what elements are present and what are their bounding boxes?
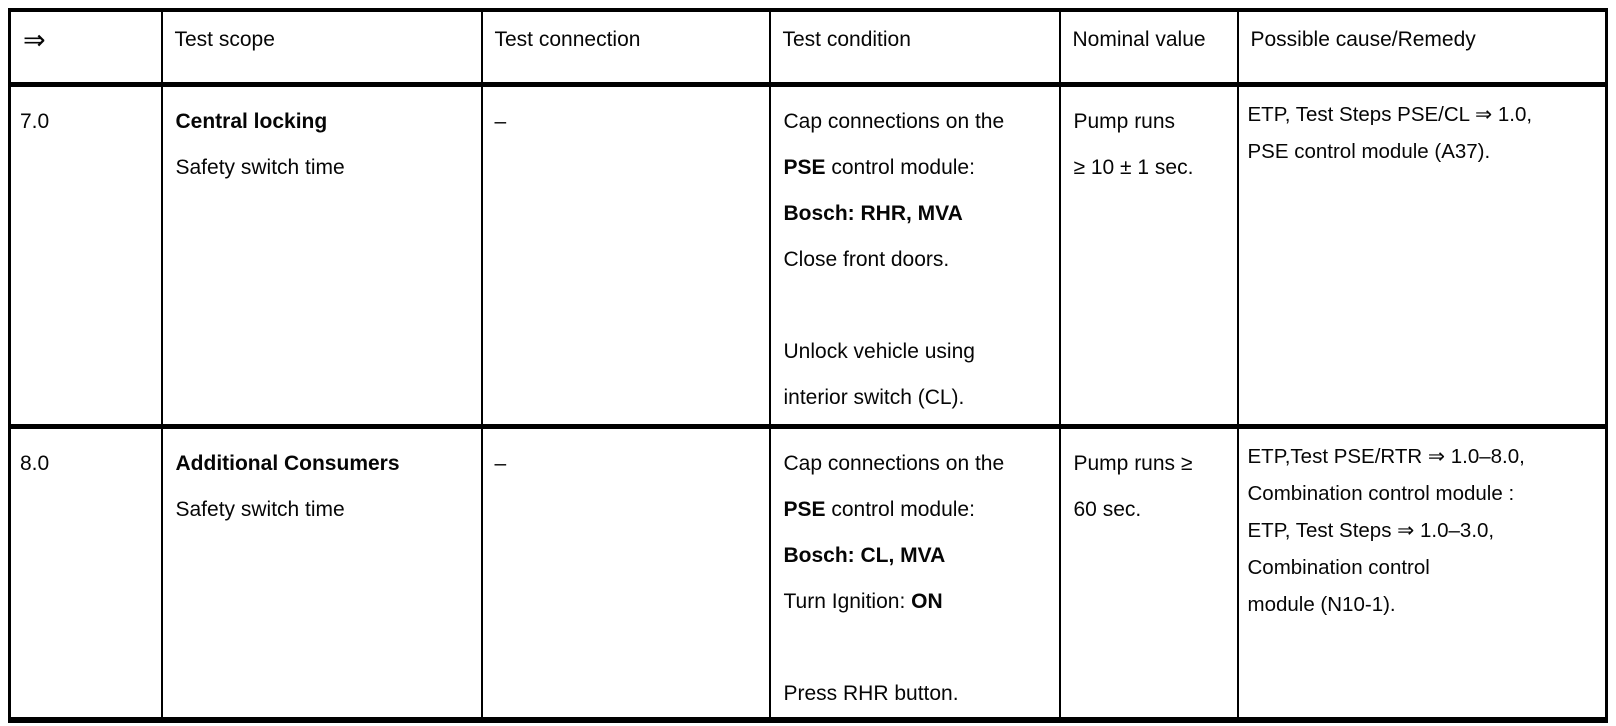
text-segment: control module:: [825, 155, 975, 179]
bold-text-segment: Central locking: [175, 109, 328, 133]
text-segment: Unlock vehicle using: [783, 339, 975, 363]
text-segment: ETP,Test PSE/RTR ⇒ 1.0–8.0,: [1247, 444, 1525, 468]
text-segment: Pump runs: [1073, 109, 1176, 133]
double-arrow-icon: ⇒: [23, 25, 46, 55]
text-segment: Cap connections on the: [783, 451, 1005, 475]
text-segment: PSE control module (A37).: [1247, 139, 1491, 163]
text-segment: ETP, Test Steps ⇒ 1.0–3.0,: [1247, 518, 1495, 542]
text-segment: Safety switch time: [175, 497, 345, 521]
text-line: Pump runs: [1074, 99, 1227, 145]
text-line: Close front doors.: [784, 237, 1049, 283]
col-header-step: ⇒: [9, 10, 163, 87]
nominal-value-cell: Pump runs ≥ 10 ± 1 sec.: [1059, 84, 1239, 429]
text-line: Turn Ignition: ON: [784, 579, 1049, 625]
text-line: interior switch (CL).: [784, 375, 1049, 421]
text-segment: Pump runs ≥: [1073, 451, 1193, 475]
text-line: Safety switch time: [176, 145, 471, 191]
text-line: Cap connections on the: [784, 441, 1049, 487]
text-segment: Combination control module :: [1247, 481, 1515, 505]
diagnostic-test-table: ⇒ Test scope Test connection Test condit…: [8, 8, 1608, 723]
text-line: Press RHR button.: [784, 671, 1049, 717]
text-segment: 60 sec.: [1073, 497, 1142, 521]
text-line: [784, 283, 1049, 329]
col-header-nominal-value: Nominal value: [1059, 10, 1239, 87]
text-line: Safety switch time: [176, 487, 471, 533]
text-line: ETP,Test PSE/RTR ⇒ 1.0–8.0,: [1248, 438, 1596, 475]
test-step-cell: 7.0: [9, 84, 163, 429]
text-line: [784, 625, 1049, 671]
text-line: Combination control: [1248, 549, 1596, 586]
text-line: PSE control module:: [784, 145, 1049, 191]
text-line: Additional Consumers: [176, 441, 471, 487]
text-segment: Cap connections on the: [783, 109, 1005, 133]
text-line: Bosch: CL, MVA: [784, 533, 1049, 579]
text-segment: Safety switch time: [175, 155, 345, 179]
col-header-possible-cause-remedy: Possible cause/Remedy: [1237, 10, 1607, 87]
header-row: ⇒ Test scope Test connection Test condit…: [9, 10, 1607, 87]
test-step-cell: 8.0: [9, 426, 163, 720]
text-segment: module (N10-1).: [1247, 592, 1396, 616]
possible-cause-remedy-cell: ETP,Test PSE/RTR ⇒ 1.0–8.0, Combination c…: [1238, 426, 1607, 720]
text-line: Central locking: [176, 99, 471, 145]
text-segment: control module:: [825, 497, 975, 521]
text-line: PSE control module:: [784, 487, 1049, 533]
text-line: ≥ 10 ± 1 sec.: [1074, 145, 1227, 191]
text-segment: interior switch (CL).: [783, 385, 965, 409]
test-connection-cell: –: [481, 426, 771, 720]
bold-text-segment: PSE: [783, 155, 826, 179]
bold-text-segment: PSE: [783, 497, 826, 521]
text-line: Combination control module :: [1248, 475, 1596, 512]
text-segment: ≥ 10 ± 1 sec.: [1073, 155, 1194, 179]
text-line: ETP, Test Steps PSE/CL ⇒ 1.0,: [1248, 96, 1596, 133]
text-line: ETP, Test Steps ⇒ 1.0–3.0,: [1248, 512, 1596, 549]
col-header-test-condition: Test condition: [769, 10, 1061, 87]
text-line: 60 sec.: [1074, 487, 1227, 533]
bold-text-segment: Additional Consumers: [175, 451, 400, 475]
text-segment: Turn Ignition:: [783, 589, 912, 613]
text-line: Unlock vehicle using: [784, 329, 1049, 375]
col-header-test-connection: Test connection: [481, 10, 771, 87]
text-line: Pump runs ≥: [1074, 441, 1227, 487]
text-segment: Combination control: [1247, 555, 1430, 579]
possible-cause-remedy-cell: ETP, Test Steps PSE/CL ⇒ 1.0, PSE control…: [1237, 84, 1607, 429]
bold-text-segment: Bosch: CL, MVA: [783, 543, 946, 567]
text-line: PSE control module (A37).: [1248, 133, 1596, 170]
bold-text-segment: Bosch: RHR, MVA: [783, 201, 963, 225]
nominal-value-cell: Pump runs ≥ 60 sec.: [1059, 426, 1239, 720]
text-line: module (N10-1).: [1248, 586, 1596, 623]
text-segment: ETP, Test Steps PSE/CL ⇒ 1.0,: [1247, 102, 1533, 126]
text-line: Bosch: RHR, MVA: [784, 191, 1049, 237]
text-line: Cap connections on the: [784, 99, 1049, 145]
text-segment: Press RHR button.: [783, 681, 959, 705]
text-segment: Close front doors.: [783, 247, 950, 271]
test-connection-cell: –: [481, 84, 771, 429]
col-header-test-scope: Test scope: [161, 10, 483, 87]
bold-text-segment: ON: [911, 589, 943, 613]
